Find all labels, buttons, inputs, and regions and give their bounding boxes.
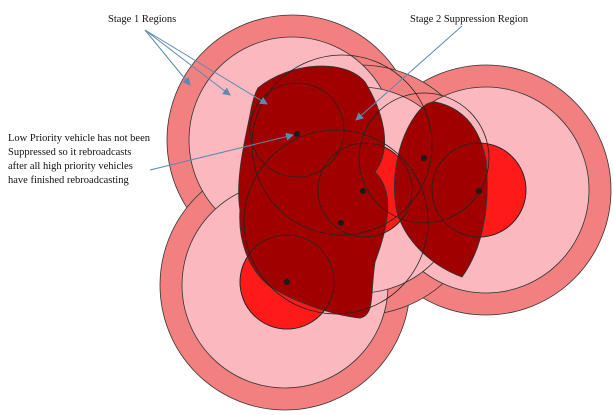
vehicle-dot-top xyxy=(294,131,300,137)
stage1-arrow-2 xyxy=(144,29,231,96)
stage2-label: Stage 2 Suppression Region xyxy=(410,14,529,25)
suppression-region-main xyxy=(238,65,389,319)
outline-mid-left xyxy=(243,129,429,315)
outline-core-bottom xyxy=(239,234,335,330)
vehicle-dot-lower xyxy=(338,220,344,226)
vehicle-dot-bottom xyxy=(284,279,290,285)
stage1-arrow-3 xyxy=(144,29,268,105)
stage1-label: Stage 1 Regions xyxy=(108,14,176,25)
vehicle-dot-right-upper xyxy=(421,155,427,161)
note-line-1: Low Priority vehicle has not been xyxy=(8,133,151,144)
outline-core-center xyxy=(317,142,413,238)
low-priority-arrow xyxy=(149,132,294,171)
outline-core-right xyxy=(431,142,527,238)
stage2-arrow xyxy=(355,25,463,121)
note-line-4: have finished rebroadcasting xyxy=(8,175,129,186)
note-line-3: after all high priority vehicles xyxy=(8,161,133,172)
stage1-arrow-1 xyxy=(144,29,191,86)
pointer-arrows xyxy=(144,25,463,171)
low-priority-note: Low Priority vehicle has not been Suppre… xyxy=(8,132,188,188)
vehicle-dot-center xyxy=(360,188,366,194)
vehicle-dots xyxy=(284,131,482,285)
note-line-2: Suppressed so it rebroadcasts xyxy=(8,147,132,158)
stage2-suppression-regions xyxy=(238,65,488,319)
outline-right-inner xyxy=(358,92,490,224)
suppression-region-right xyxy=(394,101,488,278)
vehicle-dot-right xyxy=(476,188,482,194)
